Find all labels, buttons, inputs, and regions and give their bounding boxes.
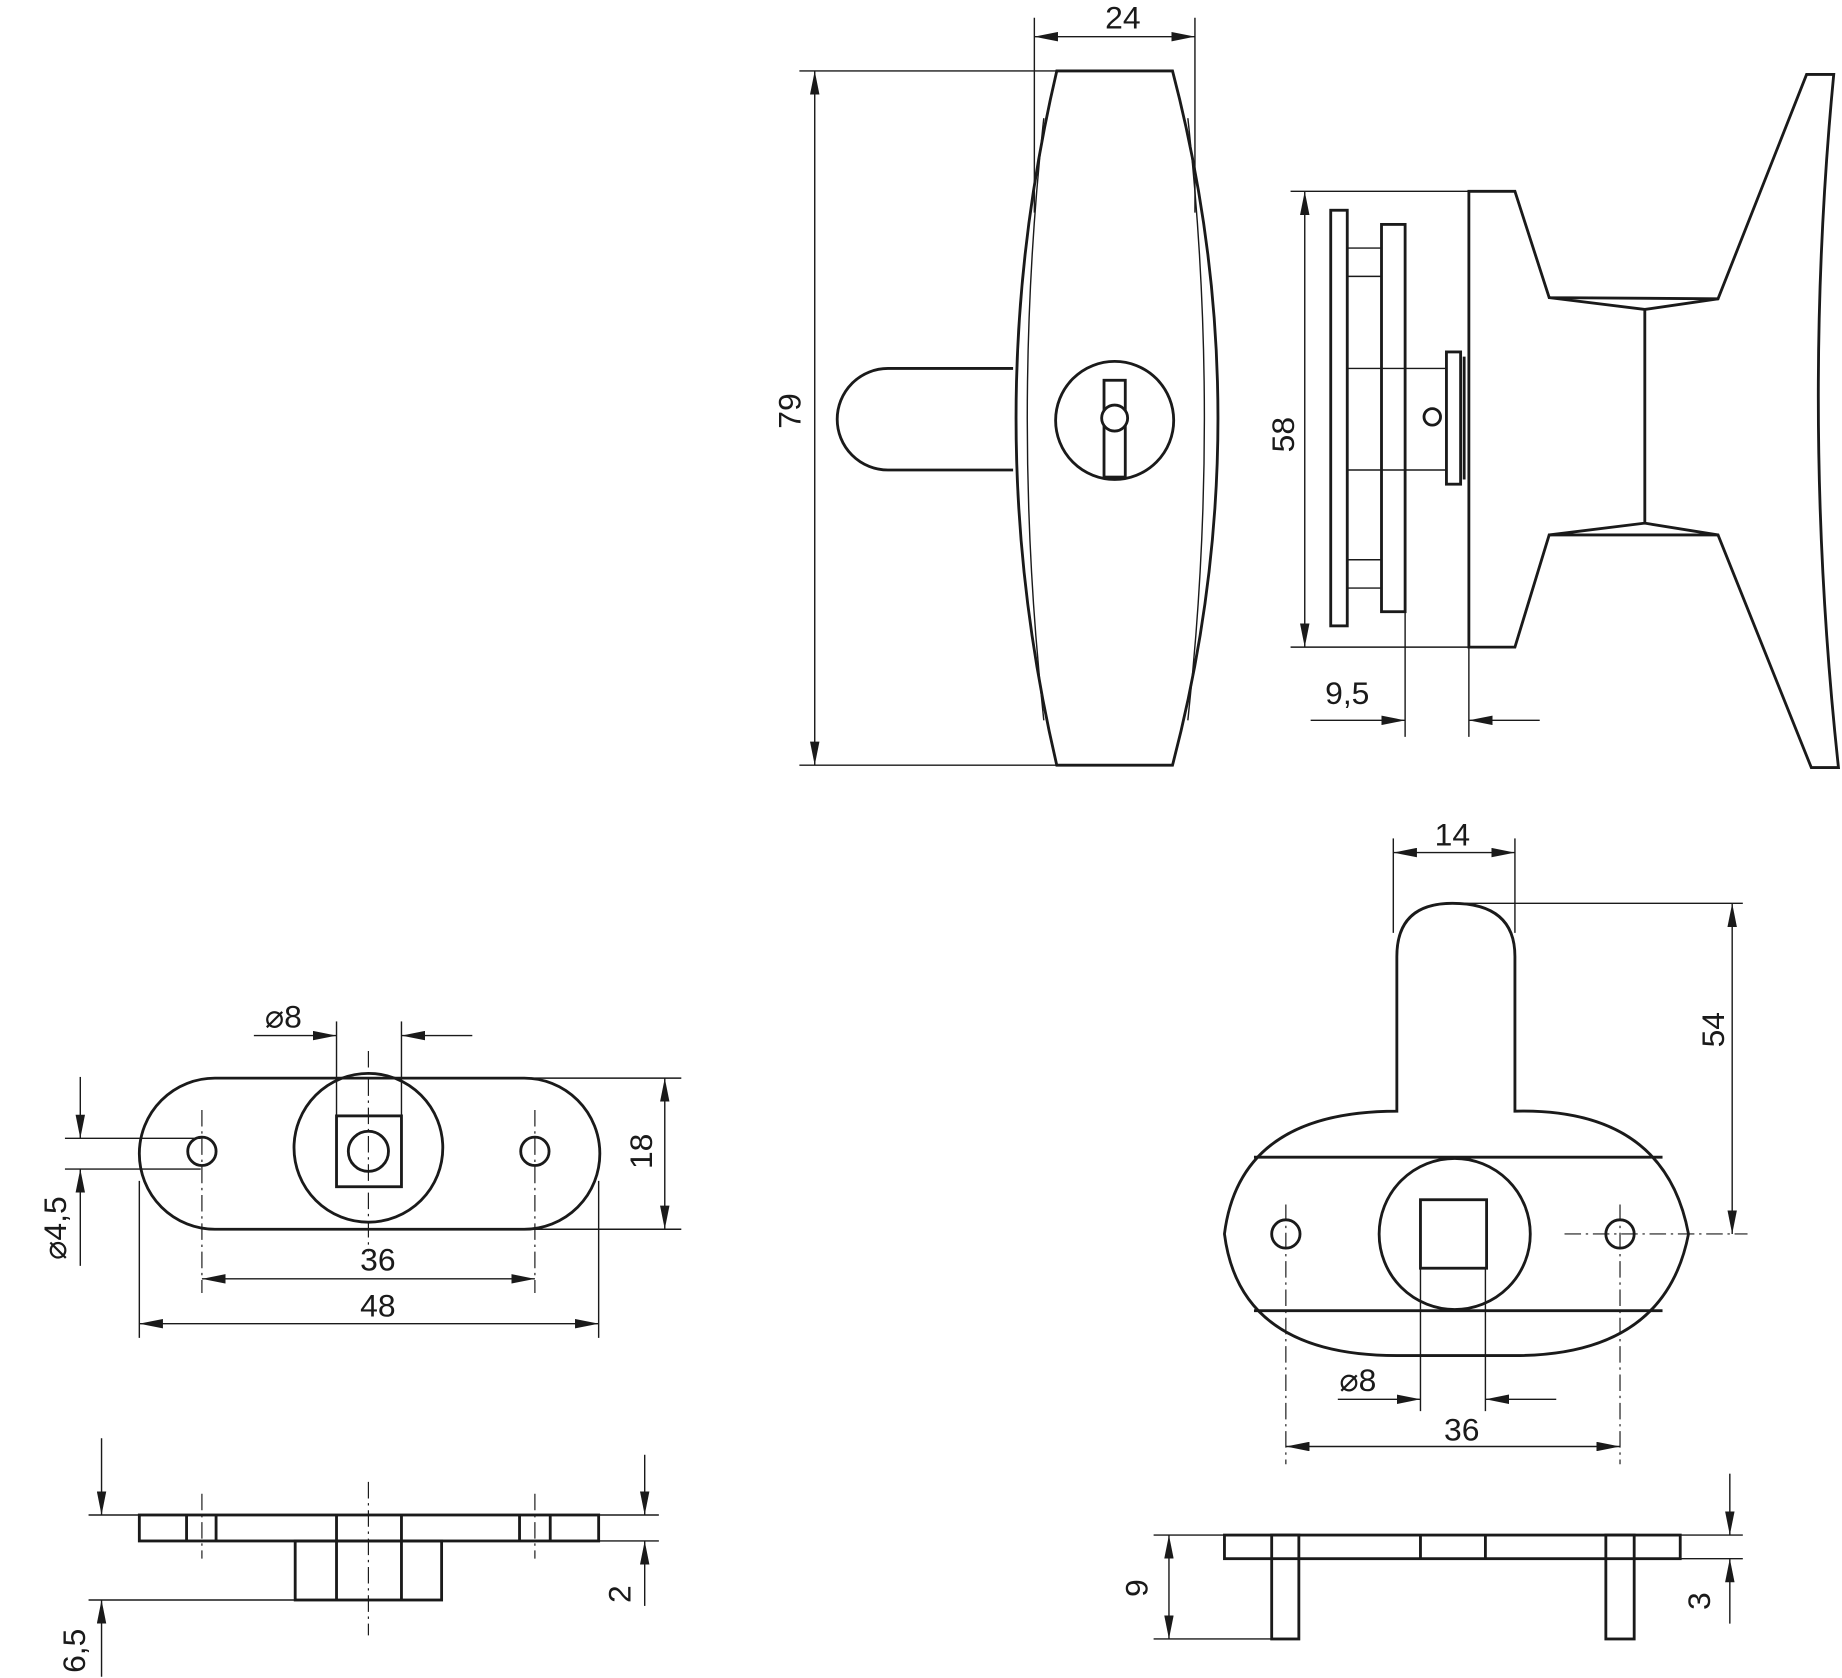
dim-54: 54: [1695, 1012, 1731, 1047]
small-plate-side-view: 2 6,5: [56, 1438, 659, 1677]
spindle-collar: [1445, 350, 1463, 486]
dim-58: 58: [1265, 417, 1301, 452]
tab-plate-outline: [1223, 901, 1690, 1358]
keyway: [1102, 378, 1127, 479]
handle-inner-left: [1026, 118, 1045, 721]
front-view: 24 79: [772, 0, 1220, 767]
dim-2: 2: [602, 1585, 638, 1603]
dim-3: 3: [1681, 1592, 1717, 1610]
spindle-pin: [1422, 407, 1442, 427]
dim-36: 36: [360, 1242, 395, 1278]
key-pin: [1100, 403, 1130, 433]
dim-dia-8: ⌀8: [265, 998, 302, 1034]
tab-plate-side-view: 9 3: [1119, 1473, 1743, 1641]
dim-dia-8-tab: ⌀8: [1339, 1362, 1376, 1398]
knob-profile: [1467, 73, 1841, 769]
dim-36-tab: 36: [1444, 1412, 1479, 1448]
dim-79: 79: [772, 393, 808, 428]
dim-6-5: 6,5: [56, 1629, 92, 1673]
dim-9-5: 9,5: [1325, 675, 1369, 711]
thumb-tab: [835, 367, 1014, 472]
dim-dia-4-5: ⌀4,5: [37, 1196, 73, 1260]
tab-plate-top-view: 14 54 ⌀8 36: [1223, 816, 1748, 1465]
lock-cylinder: [1054, 359, 1176, 481]
handle-body: [1014, 69, 1220, 767]
mounting-hole: [186, 1135, 218, 1167]
small-plate-top-view: ⌀8 18 ⌀4,5 36 48: [37, 998, 682, 1338]
dim-24: 24: [1105, 0, 1140, 35]
back-plate: [1329, 208, 1349, 628]
mounting-hole: [519, 1135, 551, 1167]
dim-14: 14: [1435, 816, 1470, 852]
dim-9: 9: [1119, 1579, 1155, 1597]
dim-48: 48: [360, 1288, 395, 1324]
plate-outline: [137, 1076, 602, 1231]
side-view: 58 9,5: [1265, 73, 1841, 769]
front-plate: [1380, 222, 1407, 614]
dim-18: 18: [623, 1134, 659, 1169]
handle-inner-right: [1187, 118, 1206, 721]
